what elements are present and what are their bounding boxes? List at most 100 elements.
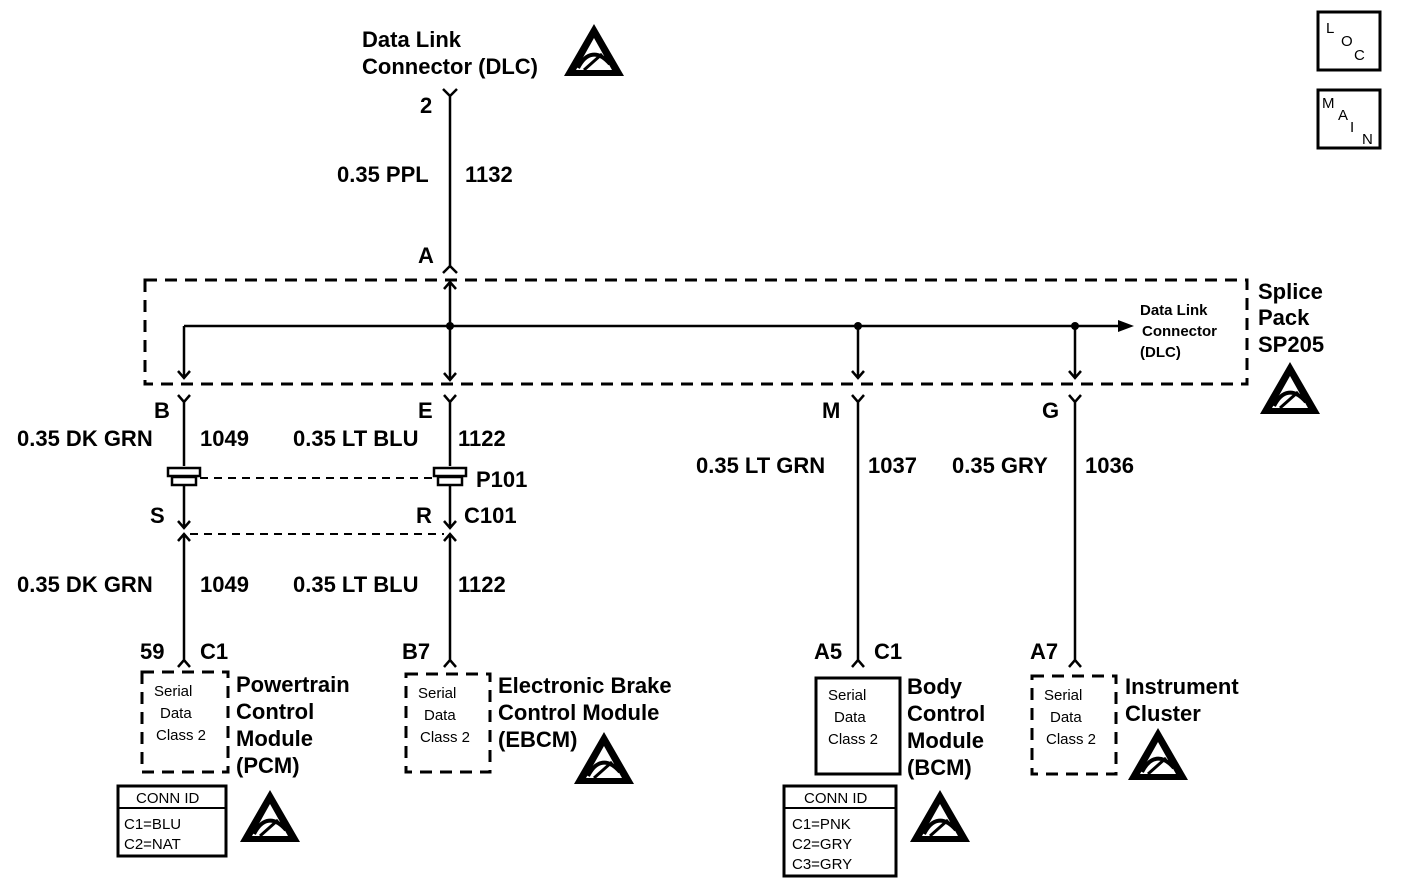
svg-text:Serial: Serial <box>154 683 192 700</box>
splice-stub-g <box>1068 326 1082 380</box>
ic-splice-pin: G <box>1042 398 1059 423</box>
ebcm-splice-pin: E <box>418 398 433 423</box>
svg-text:Connector: Connector <box>1142 323 1217 340</box>
ebcm-module: Serial Data Class 2 <box>404 672 492 774</box>
svg-text:C: C <box>1354 47 1365 64</box>
esd-warning-icon <box>572 730 636 786</box>
svg-text:Connector (DLC): Connector (DLC) <box>362 54 538 79</box>
svg-text:C1=BLU: C1=BLU <box>124 816 181 833</box>
esd-warning-icon <box>238 788 302 844</box>
ic-module-label: Instrument Cluster <box>1125 674 1239 726</box>
splice-stub-e <box>443 280 457 378</box>
pcm-module-label: Powertrain Control Module (PCM) <box>236 672 350 778</box>
main-badge[interactable]: M A I N <box>1316 88 1382 150</box>
bcm-wire <box>851 394 865 668</box>
ic-wire <box>1068 394 1082 668</box>
bcm-circuit: 1037 <box>868 453 917 478</box>
p101-label: P101 <box>476 467 527 492</box>
splice-entry-arrow <box>442 264 458 274</box>
bcm-module-label: Body Control Module (BCM) <box>907 674 985 780</box>
svg-text:Class 2: Class 2 <box>828 731 878 748</box>
bus-arrow-icon <box>1118 320 1134 332</box>
svg-text:Control: Control <box>236 699 314 724</box>
dlc-label: Data Link Connector (DLC) <box>362 27 538 79</box>
bcm-module: Serial Data Class 2 <box>814 676 902 776</box>
ebcm-inline-pin: R <box>416 503 432 528</box>
splice-stub-m <box>851 326 865 380</box>
svg-text:C3=GRY: C3=GRY <box>792 856 852 873</box>
splice-dlc-ref: Data Link Connector (DLC) <box>1140 302 1217 361</box>
ebcm-upper-wire-color: 0.35 LT BLU <box>293 426 419 451</box>
bcm-conn-id-table: CONN ID C1=PNK C2=GRY C3=GRY <box>782 784 898 878</box>
svg-text:I: I <box>1350 119 1354 136</box>
svg-text:Data: Data <box>160 705 192 722</box>
dlc-wire <box>442 88 458 268</box>
bcm-connector: C1 <box>874 639 902 664</box>
svg-text:Data: Data <box>1050 709 1082 726</box>
svg-text:Serial: Serial <box>418 685 456 702</box>
svg-text:O: O <box>1341 33 1353 50</box>
c101-label: C101 <box>464 503 517 528</box>
svg-text:Data: Data <box>834 709 866 726</box>
svg-text:Module: Module <box>907 728 984 753</box>
svg-text:Class 2: Class 2 <box>1046 731 1096 748</box>
pcm-connector: C1 <box>200 639 228 664</box>
svg-text:A: A <box>1338 107 1348 124</box>
svg-text:Pack: Pack <box>1258 305 1310 330</box>
ebcm-module-label: Electronic Brake Control Module (EBCM) <box>498 673 672 752</box>
splice-pack-label: Splice Pack SP205 <box>1258 279 1324 357</box>
pcm-module-pin: 59 <box>140 639 164 664</box>
esd-warning-icon <box>1126 726 1190 782</box>
svg-text:Data: Data <box>424 707 456 724</box>
pcm-inline-pin: S <box>150 503 165 528</box>
bcm-wire-color: 0.35 LT GRN <box>696 453 825 478</box>
ic-module-pin: A7 <box>1030 639 1058 664</box>
pcm-p101-connector <box>166 466 202 487</box>
bcm-splice-pin: M <box>822 398 840 423</box>
splice-entry-pin: A <box>418 243 434 268</box>
pcm-upper-wire-color: 0.35 DK GRN <box>17 426 153 451</box>
svg-text:CONN ID: CONN ID <box>804 790 868 807</box>
svg-text:SP205: SP205 <box>1258 332 1324 357</box>
bcm-module-pin: A5 <box>814 639 842 664</box>
svg-text:Splice: Splice <box>1258 279 1323 304</box>
svg-text:Class 2: Class 2 <box>156 727 206 744</box>
dlc-pin: 2 <box>420 93 432 118</box>
svg-text:Body: Body <box>907 674 963 699</box>
esd-warning-icon <box>908 788 972 844</box>
pcm-conn-id-table: CONN ID C1=BLU C2=NAT <box>116 784 228 858</box>
svg-text:C1=PNK: C1=PNK <box>792 816 851 833</box>
ebcm-module-pin: B7 <box>402 639 430 664</box>
esd-warning-icon <box>562 22 626 78</box>
svg-text:Control: Control <box>907 701 985 726</box>
svg-text:Data Link: Data Link <box>1140 302 1208 319</box>
splice-stub-b <box>177 326 191 380</box>
pcm-module: Serial Data Class 2 <box>140 670 230 774</box>
splice-pack-box <box>143 278 1249 386</box>
svg-text:Electronic Brake: Electronic Brake <box>498 673 672 698</box>
loc-badge[interactable]: L O C <box>1316 10 1382 72</box>
dlc-wire-color: 0.35 PPL <box>337 162 429 187</box>
svg-text:C2=NAT: C2=NAT <box>124 836 181 853</box>
svg-text:Module: Module <box>236 726 313 751</box>
ic-wire-color: 0.35 GRY <box>952 453 1048 478</box>
ebcm-upper-circuit: 1122 <box>458 426 506 451</box>
svg-text:(EBCM): (EBCM) <box>498 727 577 752</box>
svg-text:Powertrain: Powertrain <box>236 672 350 697</box>
dlc-circuit: 1132 <box>465 162 513 187</box>
svg-text:Data Link: Data Link <box>362 27 462 52</box>
ebcm-wire <box>443 394 457 668</box>
pcm-upper-circuit: 1049 <box>200 426 249 451</box>
svg-text:Instrument: Instrument <box>1125 674 1239 699</box>
ic-circuit: 1036 <box>1085 453 1134 478</box>
svg-text:(PCM): (PCM) <box>236 753 300 778</box>
pcm-lower-wire-color: 0.35 DK GRN <box>17 572 153 597</box>
svg-text:(DLC): (DLC) <box>1140 344 1181 361</box>
ic-module: Serial Data Class 2 <box>1030 674 1118 776</box>
svg-text:N: N <box>1362 131 1373 148</box>
ebcm-p101-connector <box>432 466 468 487</box>
svg-text:L: L <box>1326 20 1334 37</box>
svg-text:C2=GRY: C2=GRY <box>792 836 852 853</box>
ebcm-lower-circuit: 1122 <box>458 572 506 597</box>
svg-text:Cluster: Cluster <box>1125 701 1201 726</box>
